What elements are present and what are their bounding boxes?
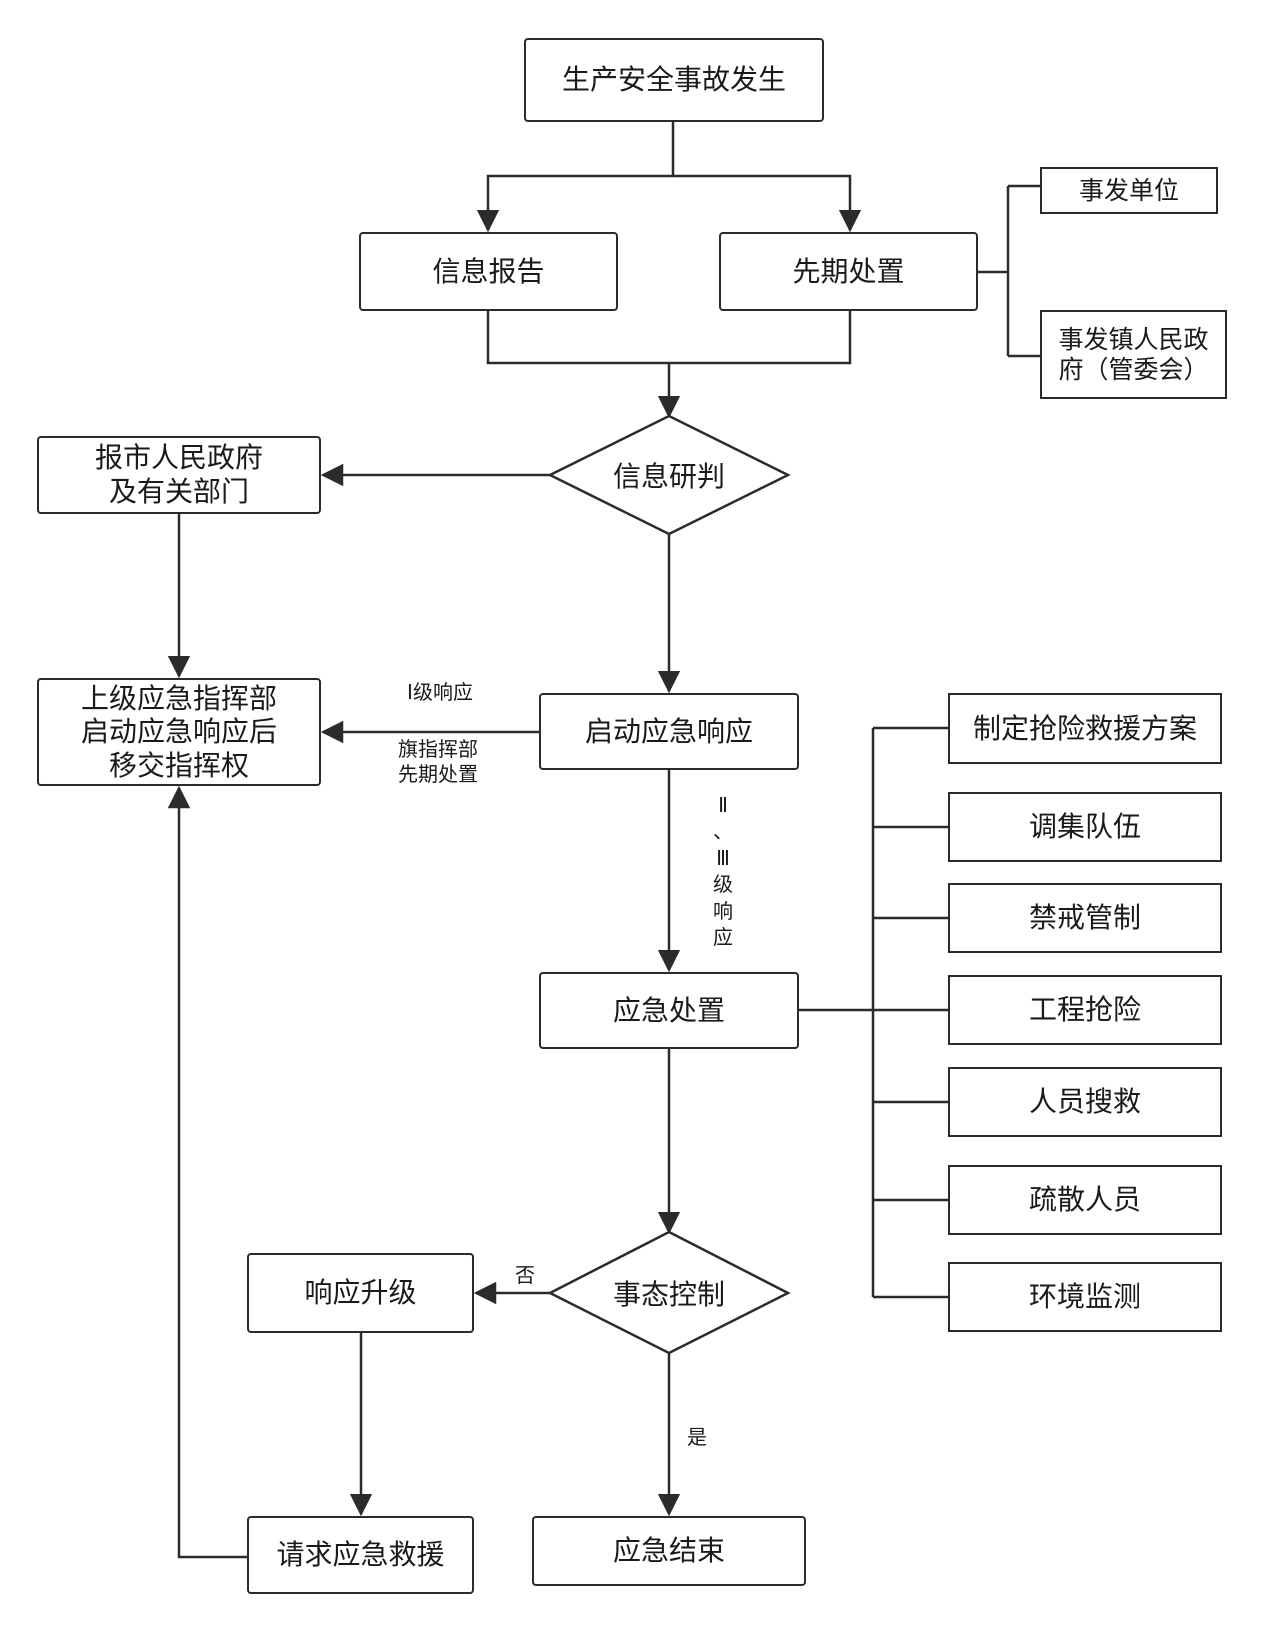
node-info-report: 信息报告 [359,232,618,311]
measure-evacuate: 疏散人员 [948,1165,1222,1235]
node-start-response: 启动应急响应 [539,693,799,770]
node-incident: 生产安全事故发生 [524,38,824,122]
arrow-incident-to-report [476,122,675,233]
node-town-gov: 事发镇人民政 府（管委会） [1040,310,1227,399]
connector-measures-bus [798,726,948,1299]
node-initial-disposal: 先期处置 [719,232,978,311]
label-level1: Ⅰ级响应 [407,680,473,704]
label-yes: 是 [687,1425,707,1449]
label-level23: Ⅱ 、 Ⅲ 级 响 应 [713,793,733,949]
measure-engineering-rescue: 工程抢险 [948,975,1222,1045]
label-no: 否 [515,1263,535,1287]
node-report-city: 报市人民政府 及有关部门 [37,436,321,514]
node-emergency-disposal: 应急处置 [539,972,799,1049]
label-banner-initial: 旗指挥部 先期处置 [398,737,478,786]
measure-mobilize-team: 调集队伍 [948,792,1222,862]
measure-env-monitor: 环境监测 [948,1262,1222,1332]
arrow-merge-to-judge [486,311,852,416]
diamond-situation-control [547,1230,791,1355]
arrow-request-to-higher [167,785,247,1559]
diamond-info-judge [547,414,791,536]
node-emergency-end: 应急结束 [532,1516,806,1586]
measure-cordon-control: 禁戒管制 [948,883,1222,953]
measure-rescue-plan: 制定抢险救援方案 [948,693,1222,764]
measure-search-rescue: 人员搜救 [948,1067,1222,1137]
node-info-judge: 信息研判 [612,460,725,493]
node-unit: 事发单位 [1040,167,1218,214]
connector-disposal-side [978,184,1040,358]
node-response-upgrade: 响应升级 [247,1253,474,1333]
node-situation-control: 事态控制 [612,1278,725,1311]
node-request-rescue: 请求应急救援 [247,1516,474,1594]
arrow-incident-to-disposal [673,174,862,233]
node-higher-command: 上级应急指挥部 启动应急响应后 移交指挥权 [37,678,321,786]
